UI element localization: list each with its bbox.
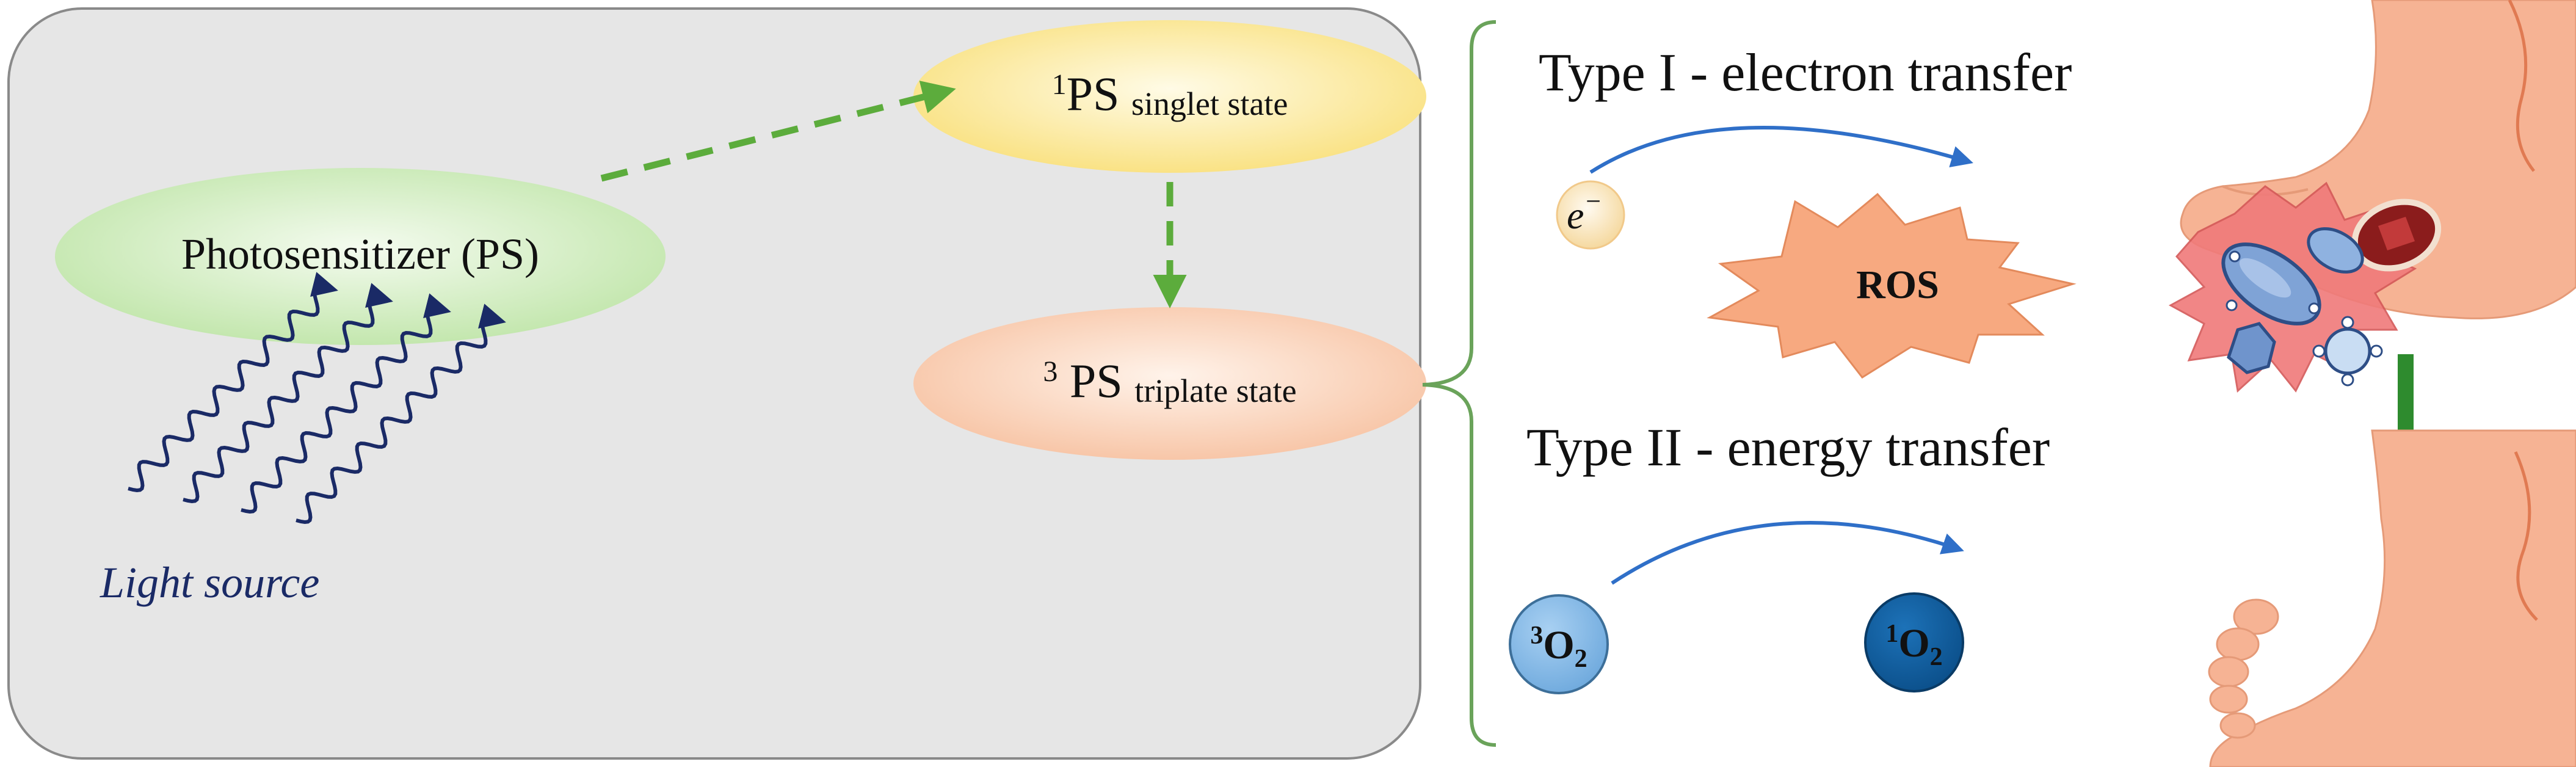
electron-icon <box>1556 180 1625 250</box>
light-wave-3 <box>241 293 451 514</box>
bacterium-small-rod-icon <box>2307 227 2364 274</box>
infected-foot-illustration <box>2168 0 2576 393</box>
healed-foot-illustration <box>2208 429 2576 767</box>
type1-title: Type I - electron transfer <box>1539 43 2072 103</box>
singlet-state-label: 1PS singlet state <box>1052 67 1288 122</box>
singlet-oxygen-icon <box>1864 592 1964 692</box>
bacterium-round-icon <box>2324 327 2371 375</box>
bracket <box>1422 20 1497 747</box>
light-wave-4 <box>296 304 506 525</box>
triplet-oxygen-label: 3O2 <box>1530 622 1587 673</box>
type2-title: Type II - energy transfer <box>1526 418 2050 478</box>
light-wave-1 <box>128 272 338 493</box>
photosensitizer-label: Photosensitizer (PS) <box>181 230 539 278</box>
type1-curve-arrow <box>1589 125 1973 174</box>
triplet-oxygen-icon <box>1509 594 1609 694</box>
singlet-oxygen-label: 1O2 <box>1885 620 1942 671</box>
bacterium-polygon-icon <box>2227 322 2276 374</box>
singlet-state-ellipse <box>913 20 1426 173</box>
ros-burst <box>1707 192 2077 379</box>
light-wave-2 <box>183 283 393 504</box>
photosensitizer-ellipse <box>55 168 666 345</box>
electron-label: e− <box>1567 186 1602 237</box>
ros-label: ROS <box>1856 263 1939 307</box>
healed-foot-icon <box>2209 429 2576 767</box>
light-waves <box>128 272 506 525</box>
light-source-label: Light source <box>100 558 319 607</box>
excitation-arrow <box>600 81 956 182</box>
triplet-state-ellipse <box>913 307 1426 460</box>
triplet-state-label: 3 PS triplate state <box>1043 338 1296 409</box>
type2-curve-arrow <box>1611 521 1964 585</box>
